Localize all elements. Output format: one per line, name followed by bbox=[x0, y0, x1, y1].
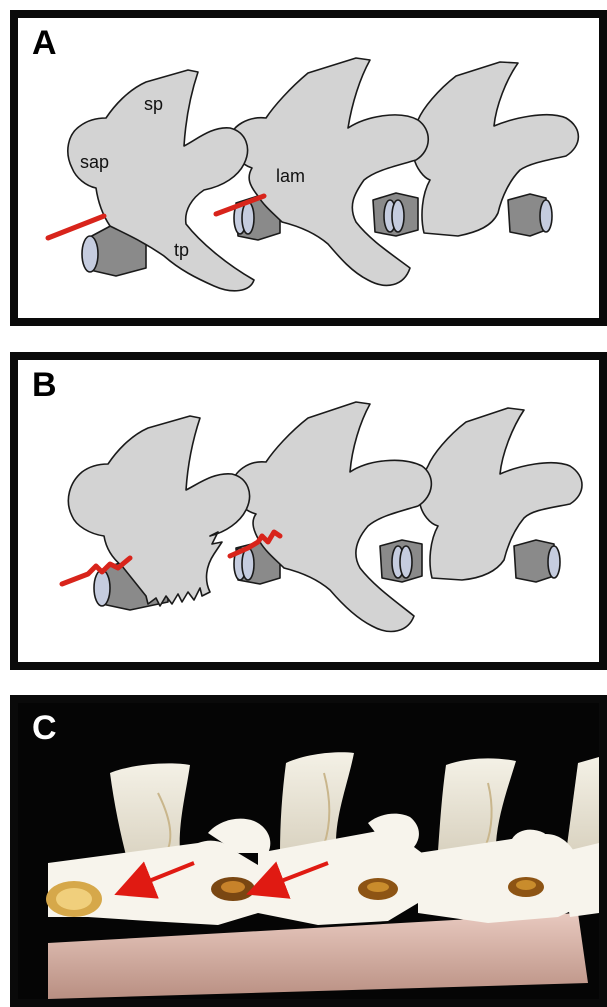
panel-letter-a: A bbox=[32, 24, 57, 63]
label-sap: sap bbox=[80, 152, 109, 172]
vertebral-body-a3 bbox=[373, 193, 418, 236]
vertebra-b2 bbox=[232, 402, 431, 631]
vertebral-body-b3 bbox=[380, 540, 422, 582]
vertebra-a3 bbox=[413, 62, 578, 236]
label-tp: tp bbox=[174, 240, 189, 260]
label-sp: sp bbox=[144, 94, 163, 114]
label-lam: lam bbox=[276, 166, 305, 186]
panel-letter-c: C bbox=[32, 709, 57, 748]
panel-b: B bbox=[10, 352, 607, 670]
specimen-photograph bbox=[18, 703, 599, 999]
diagram-a-normal: sp sap lam tp bbox=[18, 18, 599, 318]
vertebra-a2 bbox=[230, 58, 428, 285]
panel-letter-b: B bbox=[32, 366, 57, 405]
vertebral-body-a4 bbox=[508, 194, 552, 236]
diagram-b-degenerated bbox=[18, 360, 599, 662]
panel-a: A bbox=[10, 10, 607, 326]
specimen-bodies bbox=[48, 913, 588, 999]
vertebral-body-b4 bbox=[514, 540, 560, 582]
panel-c: C bbox=[10, 695, 607, 1007]
